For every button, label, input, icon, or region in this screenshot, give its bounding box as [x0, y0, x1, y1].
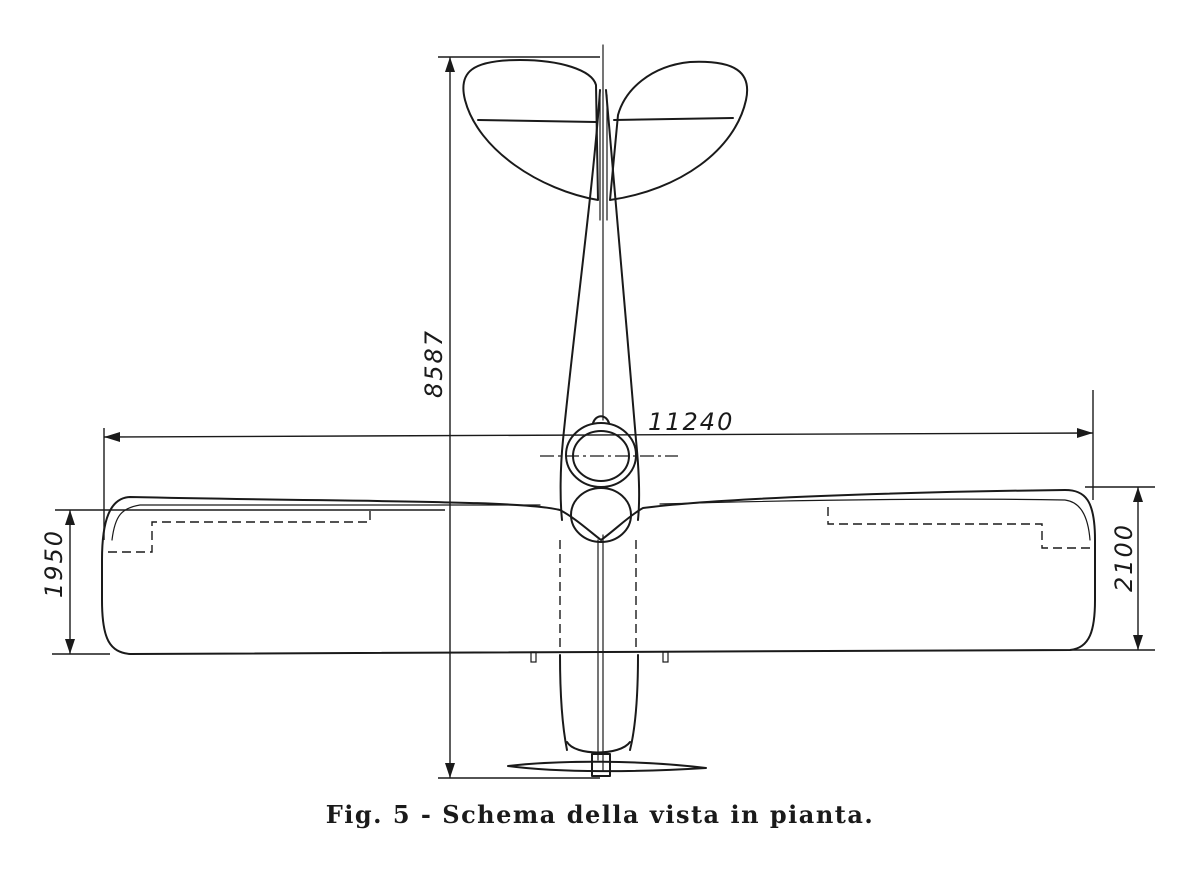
- dim-chord-tip-label: 2100: [1110, 523, 1138, 592]
- dimension-span: 11240: [103, 390, 1094, 540]
- cockpit-headrest: [592, 415, 610, 424]
- dimension-chord-tip: 2100: [1070, 486, 1155, 651]
- propeller: [507, 753, 707, 777]
- dim-chord-left-arrow-top: [65, 510, 75, 525]
- dim-chord-left-arrow-bottom: [65, 639, 75, 654]
- tailplane: [462, 59, 749, 201]
- rear-cockpit: [570, 487, 632, 543]
- aileron-right: [827, 505, 1090, 549]
- dim-chord-root-label: 1950: [40, 529, 68, 598]
- cockpits: [540, 415, 678, 543]
- dimension-chord-root: 1950: [40, 509, 445, 655]
- propeller-hub: [591, 753, 611, 777]
- front-cockpit-outer: [565, 422, 637, 488]
- wing-outline: [101, 489, 1096, 655]
- wing: [101, 489, 1096, 663]
- dimension-length: 8587: [420, 56, 600, 779]
- elevator-hinge-left: [477, 119, 597, 123]
- fuselage-aft-left: [559, 654, 568, 751]
- dim-span-label: 11240: [648, 408, 734, 436]
- strut-left: [530, 651, 537, 663]
- dim-chord-right-arrow-bottom: [1133, 635, 1143, 650]
- strut-right: [662, 651, 669, 663]
- fuselage-outline-left: [559, 89, 601, 521]
- tailplane-left-half: [462, 59, 599, 201]
- dim-length-arrow-bottom: [445, 763, 455, 778]
- dim-length-arrow-top: [445, 57, 455, 72]
- fuselage: [559, 44, 641, 771]
- wing-leading-edge-left-inner: [111, 504, 541, 541]
- wing-leading-edge-right-inner: [659, 498, 1091, 541]
- dim-span-line: [103, 432, 1094, 438]
- fuselage-outline-right: [605, 89, 641, 521]
- dim-length-label: 8587: [420, 329, 448, 398]
- dim-chord-right-arrow-top: [1133, 487, 1143, 502]
- aileron-left: [108, 508, 371, 553]
- dim-span-arrow-left: [104, 432, 120, 442]
- figure-caption: Fig. 5 - Schema della vista in pianta.: [325, 800, 875, 829]
- fuselage-aft-right: [629, 654, 639, 751]
- dim-span-arrow-right: [1077, 428, 1093, 438]
- propeller-blade: [507, 760, 707, 773]
- elevator-hinge-right: [613, 117, 734, 121]
- tailplane-right-half: [609, 60, 749, 201]
